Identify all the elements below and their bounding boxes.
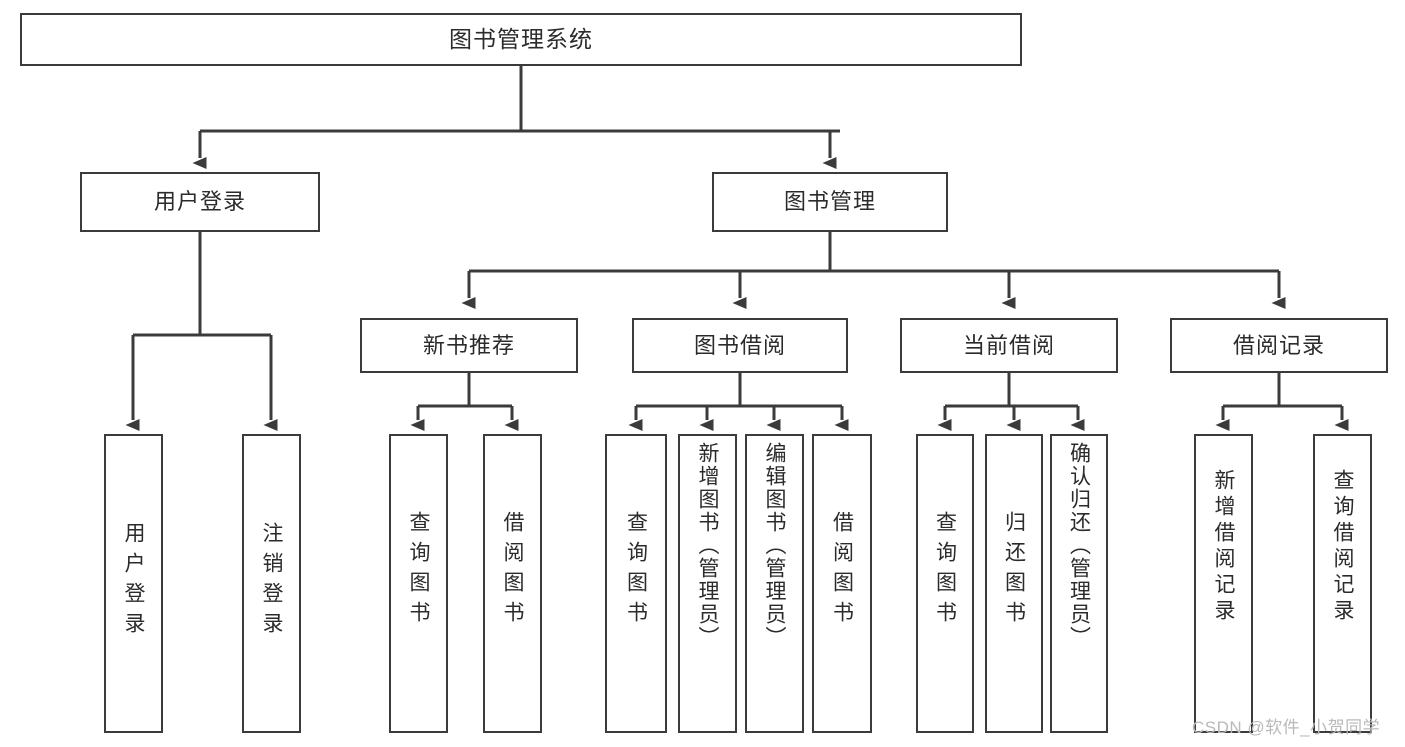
node-leaf-query-book-current[interactable]: 查询图书 [916, 434, 974, 733]
node-label: 图书管理系统 [449, 25, 593, 52]
node-label: 借阅图书 [830, 511, 854, 631]
node-label: 查询借阅记录 [1331, 469, 1354, 625]
node-label: 新增借阅记录 [1212, 469, 1235, 625]
node-label: 查询图书 [624, 511, 648, 631]
node-label: 图书管理 [783, 189, 876, 215]
node-label: 编辑图书（管理员） [763, 442, 786, 649]
node-label: 归还图书 [1002, 511, 1026, 631]
node-borrow-record[interactable]: 借阅记录 [1170, 318, 1388, 373]
node-label: 查询图书 [933, 511, 957, 631]
node-book-management[interactable]: 图书管理 [712, 172, 948, 232]
node-label: 借阅记录 [1232, 332, 1325, 358]
node-leaf-add-borrow-record[interactable]: 新增借阅记录 [1194, 434, 1253, 733]
node-book-borrow[interactable]: 图书借阅 [632, 318, 848, 373]
node-leaf-logout[interactable]: 注销登录 [242, 434, 301, 733]
node-leaf-confirm-return-admin[interactable]: 确认归还（管理员） [1050, 434, 1108, 733]
node-new-book-recommend[interactable]: 新书推荐 [360, 318, 578, 373]
node-label: 用户登录 [153, 189, 246, 215]
csdn-watermark: CSDN @软件_小贺同学 [1192, 718, 1381, 737]
node-leaf-borrow-book-recommend[interactable]: 借阅图书 [483, 434, 542, 733]
node-leaf-query-book-borrow[interactable]: 查询图书 [605, 434, 667, 733]
node-label: 查询图书 [407, 511, 430, 631]
node-leaf-query-book-recommend[interactable]: 查询图书 [389, 434, 448, 733]
node-label: 注销登录 [260, 522, 283, 642]
node-label: 图书借阅 [693, 332, 786, 358]
node-root-book-management-system[interactable]: 图书管理系统 [20, 13, 1022, 66]
node-leaf-return-book[interactable]: 归还图书 [985, 434, 1043, 733]
node-label: 确认归还（管理员） [1067, 442, 1091, 649]
node-current-borrow[interactable]: 当前借阅 [900, 318, 1118, 373]
node-leaf-borrow-book[interactable]: 借阅图书 [812, 434, 872, 733]
node-label: 新书推荐 [422, 332, 515, 358]
node-label: 借阅图书 [501, 511, 524, 631]
node-label: 用户登录 [122, 522, 145, 642]
node-label: 当前借阅 [962, 332, 1055, 358]
node-leaf-user-login[interactable]: 用户登录 [104, 434, 163, 733]
node-user-login[interactable]: 用户登录 [80, 172, 320, 232]
node-leaf-add-book-admin[interactable]: 新增图书（管理员） [678, 434, 737, 733]
node-label: 新增图书（管理员） [696, 442, 719, 649]
node-leaf-query-borrow-record[interactable]: 查询借阅记录 [1313, 434, 1372, 733]
node-leaf-edit-book-admin[interactable]: 编辑图书（管理员） [745, 434, 804, 733]
